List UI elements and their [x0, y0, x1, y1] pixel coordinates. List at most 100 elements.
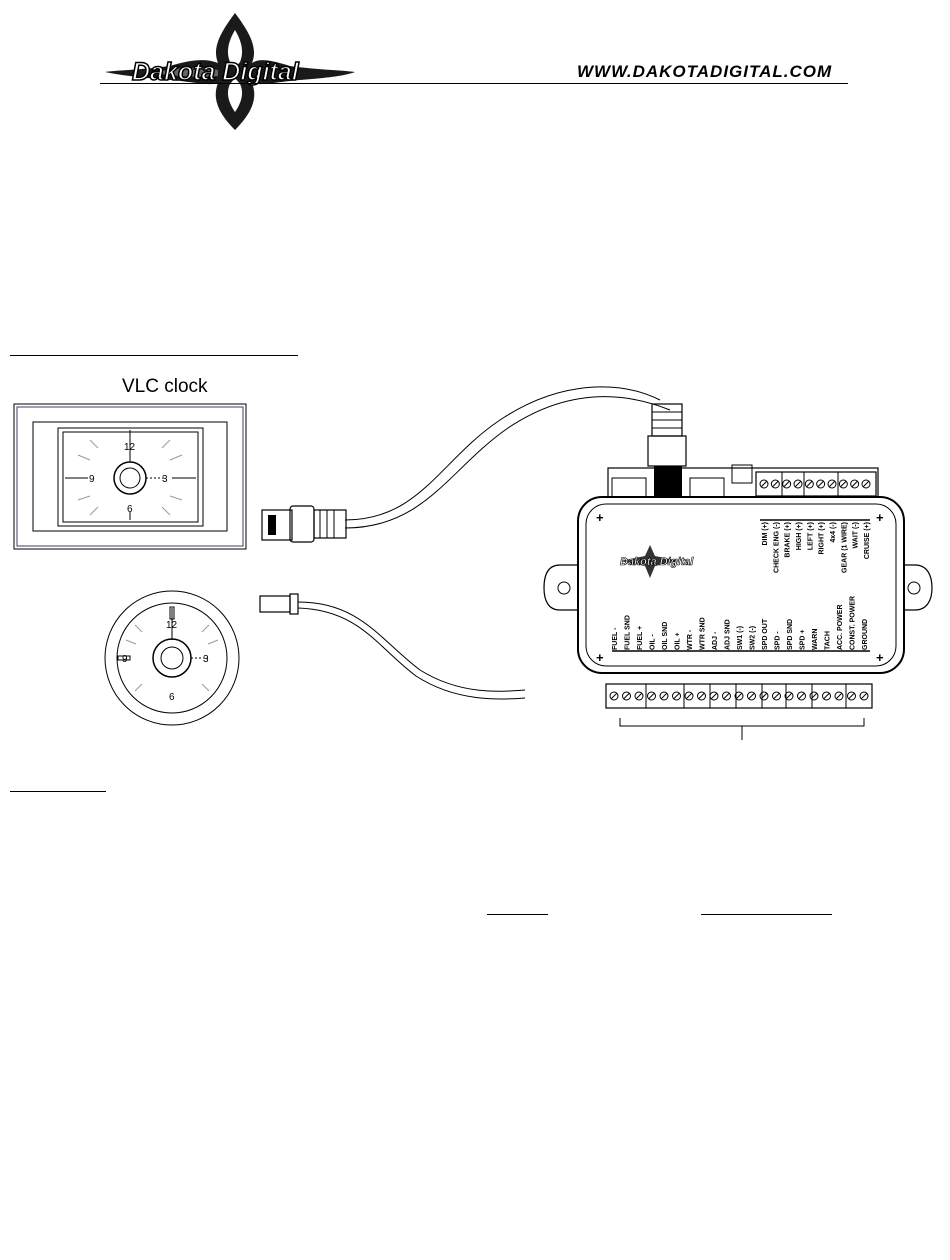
- terminal-screw-icon: [647, 691, 656, 701]
- logo-text: Dakota Digital: [132, 58, 300, 86]
- terminal-screw-icon: [816, 479, 826, 489]
- wiring-diagram: 12 3 6 9 12 3 6 9: [13, 386, 933, 740]
- round-clock-number-3: 3: [203, 654, 209, 665]
- terminal-screw-icon: [697, 691, 706, 701]
- terminal-label: TACH: [825, 631, 832, 650]
- terminal-screw-icon: [659, 691, 669, 701]
- terminal-screw-icon: [770, 479, 780, 489]
- module-logo-text: Dakota Digital: [620, 556, 694, 568]
- terminal-label: WTR SND: [700, 617, 707, 650]
- terminal-screw-icon: [709, 691, 719, 701]
- clock-number-3: 3: [162, 474, 168, 485]
- terminal-label: ADJ -: [712, 631, 719, 650]
- terminal-label: ACC. POWER: [837, 605, 844, 651]
- terminal-screw-icon: [838, 479, 848, 489]
- terminal-screw-icon: [850, 479, 860, 489]
- terminal-screw-slot: [848, 692, 855, 700]
- terminal-screw-slot: [773, 692, 780, 700]
- control-module: + + + + Dakota Digital: [543, 464, 933, 674]
- module-corner-screw-icon: +: [596, 650, 604, 665]
- terminal-screw-icon: [734, 691, 744, 701]
- terminal-bracket: [619, 718, 865, 740]
- terminal-screw-icon: [722, 691, 731, 701]
- terminal-screw-icon: [772, 691, 781, 701]
- underline-rule-a: [487, 914, 548, 915]
- terminal-screw-slot: [839, 480, 847, 488]
- bottom-terminal-screws: [609, 691, 869, 701]
- terminal-screw-slot: [771, 480, 779, 488]
- section-rule-1: [10, 355, 298, 356]
- terminal-label: DIM (+): [762, 522, 769, 546]
- clock-label: VLC clock: [122, 376, 208, 397]
- terminal-screw-icon: [822, 691, 831, 701]
- terminal-screw-icon: [809, 691, 819, 701]
- terminal-screw-slot: [710, 692, 718, 700]
- terminal-label: OIL -: [650, 634, 657, 650]
- top-terminal-screws: [759, 479, 871, 489]
- section-rule-2: [10, 791, 106, 792]
- terminal-label: RIGHT (+): [819, 522, 826, 554]
- dakota-digital-logo: Dakota Digital: [105, 13, 355, 130]
- rectangular-clock: 12 3 6 9: [13, 403, 247, 550]
- terminal-screw-slot: [673, 692, 680, 700]
- terminal-screw-slot: [760, 480, 768, 488]
- terminal-screw-slot: [648, 692, 655, 700]
- clock-cable-upper: [261, 386, 671, 543]
- terminal-screw-slot: [723, 692, 730, 700]
- clock-number-12: 12: [124, 442, 136, 453]
- terminal-screw-slot: [805, 480, 813, 488]
- module-plug: [647, 403, 687, 496]
- terminal-screw-icon: [859, 691, 869, 701]
- terminal-screw-slot: [660, 692, 668, 700]
- terminal-screw-icon: [784, 691, 794, 701]
- terminal-label: ADJ SND: [725, 619, 732, 650]
- clock-number-6: 6: [127, 504, 133, 515]
- terminal-screw-slot: [835, 692, 843, 700]
- round-clock-number-12: 12: [166, 620, 178, 631]
- terminal-label: WAIT (-): [853, 522, 860, 548]
- terminal-label: SPD SND: [787, 619, 794, 650]
- terminal-screw-icon: [793, 479, 803, 489]
- terminal-label: CHECK ENG (-): [773, 522, 780, 573]
- terminal-screw-icon: [684, 691, 694, 701]
- terminal-screw-slot: [785, 692, 793, 700]
- terminal-label: HIGH (+): [796, 522, 803, 550]
- terminal-screw-icon: [672, 691, 681, 701]
- top-terminal-labels: DIM (+)CHECK ENG (-)BRAKE (+)HIGH (+)LEF…: [762, 522, 871, 573]
- terminal-screw-slot: [810, 692, 818, 700]
- module-corner-screw-icon: +: [876, 650, 884, 665]
- logo-emblem-icon: [105, 13, 355, 130]
- terminal-label: CONST. POWER: [850, 596, 857, 650]
- terminal-screw-slot: [828, 480, 836, 488]
- terminal-screw-slot: [862, 480, 870, 488]
- terminal-screw-icon: [797, 691, 806, 701]
- terminal-screw-slot: [685, 692, 693, 700]
- terminal-label: SPD -: [775, 631, 782, 650]
- terminal-screw-icon: [847, 691, 856, 701]
- terminal-screw-icon: [861, 479, 871, 489]
- terminal-label: SPD OUT: [762, 618, 769, 650]
- module-corner-screw-icon: +: [596, 510, 604, 525]
- terminal-label: GROUND: [862, 619, 869, 650]
- terminal-screw-slot: [760, 692, 768, 700]
- round-clock: 12 3 6 9: [104, 590, 240, 726]
- terminal-screw-icon: [634, 691, 644, 701]
- terminal-screw-icon: [622, 691, 631, 701]
- bottom-terminal-strip: [605, 683, 873, 709]
- clock-number-9: 9: [89, 474, 95, 485]
- terminal-label: 4x4 (-): [830, 522, 837, 543]
- terminal-label: OIL SND: [662, 622, 669, 650]
- terminal-label: SPD +: [800, 630, 807, 650]
- terminal-screw-slot: [817, 480, 825, 488]
- terminal-label: BRAKE (+): [785, 522, 792, 558]
- terminal-screw-slot: [794, 480, 802, 488]
- terminal-screw-icon: [747, 691, 756, 701]
- terminal-label: FUEL SND: [625, 615, 632, 650]
- terminal-label: WARN: [812, 629, 819, 650]
- terminal-screw-slot: [623, 692, 630, 700]
- website-url: WWW.DAKOTADIGITAL.COM: [577, 62, 833, 81]
- terminal-screw-slot: [860, 692, 868, 700]
- terminal-screw-slot: [798, 692, 805, 700]
- terminal-label: FUEL -: [612, 627, 619, 650]
